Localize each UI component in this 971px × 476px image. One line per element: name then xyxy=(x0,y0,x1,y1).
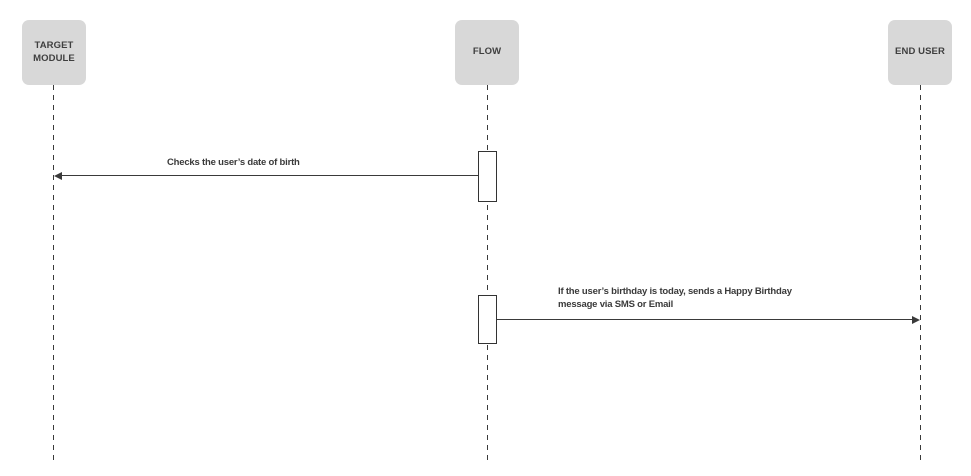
actor-end-user: END USER xyxy=(888,20,952,85)
message-label-1: Checks the user’s date of birth xyxy=(167,157,300,168)
lifeline-end-user xyxy=(920,85,921,460)
lifeline-target-module xyxy=(53,85,54,460)
message-line-2 xyxy=(497,319,913,320)
actor-target-module: TARGET MODULE xyxy=(22,20,86,85)
actor-label-end-user: END USER xyxy=(895,46,945,58)
arrowhead-right-icon xyxy=(912,316,920,324)
message-label-2: If the user’s birthday is today, sends a… xyxy=(558,286,792,310)
message-line-1 xyxy=(58,175,478,176)
arrowhead-left-icon xyxy=(54,172,62,180)
activation-bar-2 xyxy=(478,295,497,344)
actor-label-flow: FLOW xyxy=(472,46,502,58)
activation-bar-1 xyxy=(478,151,497,202)
actor-label-target-module: TARGET MODULE xyxy=(33,40,75,64)
lifeline-flow xyxy=(487,85,488,460)
actor-flow: FLOW xyxy=(455,20,519,85)
